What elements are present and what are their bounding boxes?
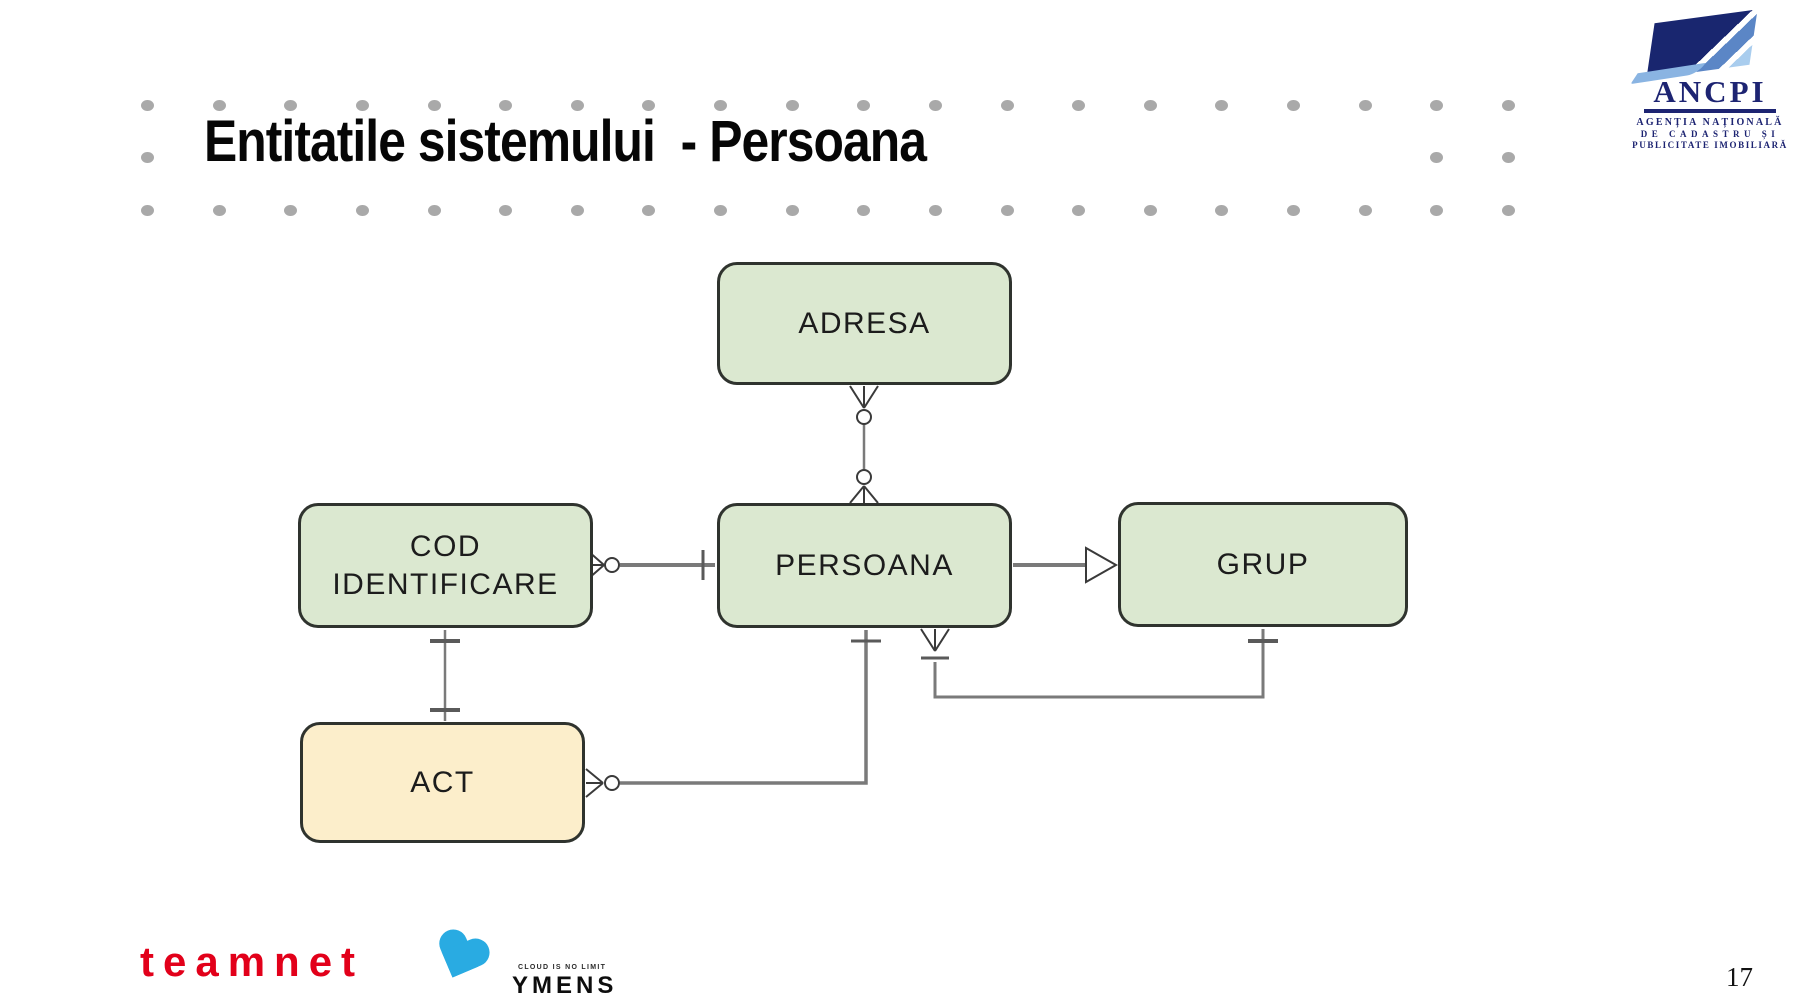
dot [1143, 205, 1157, 216]
dot [499, 100, 513, 111]
entity-persoana-label: PERSOANA [775, 548, 954, 582]
ymens-heart-icon [425, 925, 496, 992]
dot [141, 100, 154, 111]
entity-cod-identificare-label: COD IDENTIFICARE [332, 530, 559, 601]
dot [141, 152, 154, 163]
dot [1215, 100, 1229, 111]
ymens-logo-text: YMENS [512, 972, 618, 999]
dot [1000, 100, 1014, 111]
entity-act: ACT [300, 722, 585, 843]
dot [1072, 205, 1086, 216]
dot [785, 100, 799, 111]
dot [427, 205, 441, 216]
page-number: 17 [1726, 962, 1753, 992]
dot [714, 100, 728, 111]
dot [1000, 205, 1014, 216]
dot [427, 100, 441, 111]
entity-adresa-label: ADRESA [798, 306, 931, 340]
dot [1430, 100, 1444, 111]
dot [1501, 100, 1515, 111]
ymens-logo: CLOUD IS NO LIMIT YMENS [420, 924, 700, 1004]
dot [212, 100, 226, 111]
dot [212, 205, 226, 216]
dot [928, 205, 942, 216]
connector-cod-persoana [587, 550, 715, 580]
entity-grup: GRUP [1118, 502, 1408, 627]
teamnet-logo: Teamnet [140, 938, 365, 985]
dot [1430, 152, 1444, 163]
dot [284, 100, 298, 111]
dot [785, 205, 799, 216]
entity-cod-identificare: COD IDENTIFICARE [298, 503, 593, 628]
dot [355, 205, 369, 216]
entity-act-label: ACT [410, 765, 475, 799]
dot [499, 205, 513, 216]
dot [570, 205, 584, 216]
dot [642, 205, 656, 216]
dot [1143, 100, 1157, 111]
dot [714, 205, 728, 216]
dot [857, 205, 871, 216]
ancpi-logo-text: ANCPI [1644, 76, 1776, 113]
connector-persoana-grup-bottom [920, 628, 1278, 699]
dot [1430, 205, 1444, 216]
dot [1501, 152, 1515, 163]
dot [1358, 205, 1372, 216]
connector-persoana-grup [1013, 546, 1119, 584]
dot [1501, 205, 1515, 216]
ancpi-tagline-2: DE CADASTRU ȘI [1640, 129, 1780, 139]
dot [355, 100, 369, 111]
ancpi-tagline-3: PUBLICITATE IMOBILIARĂ [1632, 140, 1788, 150]
dot [857, 100, 871, 111]
entity-adresa: ADRESA [717, 262, 1012, 385]
dot [284, 205, 298, 216]
entity-persoana: PERSOANA [717, 503, 1012, 628]
dot [928, 100, 942, 111]
ymens-tagline: CLOUD IS NO LIMIT [518, 964, 607, 971]
dot [1072, 100, 1086, 111]
dot [1358, 100, 1372, 111]
dot [1215, 205, 1229, 216]
ancpi-tagline-1: AGENȚIA NAȚIONALĂ [1636, 117, 1784, 128]
dot [1287, 100, 1301, 111]
dot [141, 205, 154, 216]
entity-grup-label: GRUP [1216, 547, 1310, 581]
dot [642, 100, 656, 111]
connector-adresa-persoana [849, 385, 879, 504]
connector-act-persoana [585, 630, 881, 798]
dot [1287, 205, 1301, 216]
slide-title: Entitatile sistemului - Persoana [204, 109, 927, 174]
dot [570, 100, 584, 111]
connector-cod-act [430, 630, 460, 721]
